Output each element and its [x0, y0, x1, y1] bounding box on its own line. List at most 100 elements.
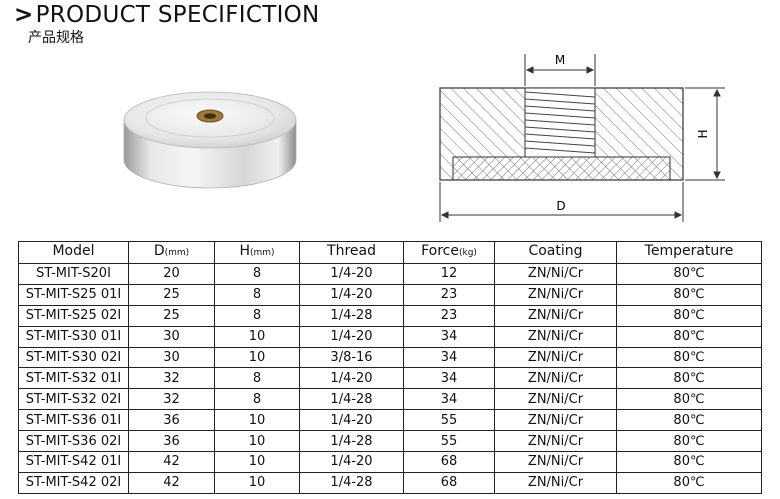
model-cell: ST-MIT-S42 02I	[18, 471, 129, 494]
thread-cell: 3/8-16	[299, 346, 404, 369]
thread-bore	[524, 87, 596, 158]
column-header-unit: (mm)	[164, 248, 190, 258]
model-cell: ST-MIT-S25 02I	[18, 304, 129, 327]
d-cell: 30	[128, 346, 215, 369]
column-header-coating: Coating	[494, 241, 617, 264]
d-cell: 36	[128, 409, 215, 432]
d-cell: 30	[128, 325, 215, 348]
d-cell: 25	[128, 304, 215, 327]
temperature-cell: 80℃	[616, 430, 762, 453]
dimension-label-m: M	[555, 53, 565, 67]
model-cell: ST-MIT-S32 02I	[18, 388, 129, 411]
temperature-cell: 80℃	[616, 388, 762, 411]
thread-cell: 1/4-28	[299, 388, 404, 411]
chevron-right-icon: >	[14, 2, 34, 28]
force-cell: 34	[403, 367, 495, 390]
d-cell: 20	[128, 263, 215, 285]
temperature-cell: 80℃	[616, 471, 762, 494]
thread-cell: 1/4-20	[299, 409, 404, 432]
temperature-cell: 80℃	[616, 263, 762, 285]
thread-cell: 1/4-28	[299, 471, 404, 494]
coating-cell: ZN/Ni/Cr	[494, 325, 617, 348]
product-photo	[123, 91, 297, 189]
model-cell: ST-MIT-S20I	[18, 263, 129, 285]
magnet-section	[452, 156, 671, 181]
temperature-cell: 80℃	[616, 346, 762, 369]
page-header: >PRODUCT SPECIFICTION 产品规格	[14, 0, 320, 46]
temperature-cell: 80℃	[616, 367, 762, 390]
table-header-row: Model D(mm) H(mm) Thread Force(kg) Coati…	[18, 241, 762, 264]
thread-cell: 1/4-28	[299, 304, 404, 327]
thread-cell: 1/4-28	[299, 430, 404, 453]
column-header-label: H	[239, 243, 250, 259]
force-cell: 23	[403, 304, 495, 327]
h-cell: 8	[214, 388, 300, 411]
d-cell: 36	[128, 430, 215, 453]
force-cell: 34	[403, 388, 495, 411]
h-cell: 8	[214, 263, 300, 285]
column-header-label: Model	[52, 243, 95, 259]
column-header-label: Temperature	[644, 243, 734, 259]
d-cell: 42	[128, 451, 215, 473]
cross-section-drawing: M H D	[439, 53, 725, 222]
thread-cell: 1/4-20	[299, 367, 404, 390]
dimension-label-h: H	[696, 129, 710, 138]
thread-cell: 1/4-20	[299, 263, 404, 285]
force-cell: 23	[403, 283, 495, 306]
column-header-label: D	[153, 243, 165, 259]
magnet-top-ring	[145, 98, 275, 138]
h-cell: 8	[214, 304, 300, 327]
column-header-thread: Thread	[299, 241, 404, 264]
coating-cell: ZN/Ni/Cr	[494, 283, 617, 306]
coating-cell: ZN/Ni/Cr	[494, 430, 617, 453]
d-cell: 32	[128, 388, 215, 411]
force-cell: 34	[403, 346, 495, 369]
model-cell: ST-MIT-S42 01I	[18, 451, 129, 473]
column-header-force: Force(kg)	[403, 241, 495, 264]
model-cell: ST-MIT-S32 01I	[18, 367, 129, 390]
coating-cell: ZN/Ni/Cr	[494, 263, 617, 285]
dimension-lines	[439, 54, 725, 222]
h-cell: 10	[214, 409, 300, 432]
column-header-h: H(mm)	[214, 241, 300, 264]
force-cell: 55	[403, 430, 495, 453]
column-header-temperature: Temperature	[616, 241, 762, 264]
h-cell: 8	[214, 367, 300, 390]
coating-cell: ZN/Ni/Cr	[494, 451, 617, 473]
model-cell: ST-MIT-S36 02I	[18, 430, 129, 453]
page-title: >PRODUCT SPECIFICTION	[14, 0, 320, 30]
coating-cell: ZN/Ni/Cr	[494, 346, 617, 369]
coating-cell: ZN/Ni/Cr	[494, 367, 617, 390]
dimension-label-d: D	[556, 199, 565, 213]
column-header-label: Coating	[528, 243, 583, 259]
column-header-label: Thread	[327, 243, 376, 259]
force-cell: 68	[403, 471, 495, 494]
thread-hole	[204, 113, 216, 119]
column-header-unit: (mm)	[249, 248, 275, 258]
h-cell: 10	[214, 430, 300, 453]
page-subtitle: 产品规格	[28, 30, 84, 46]
coating-cell: ZN/Ni/Cr	[494, 304, 617, 327]
column-header-unit: (kg)	[458, 248, 477, 258]
column-header-model: Model	[18, 241, 129, 264]
h-cell: 10	[214, 346, 300, 369]
spec-table: Model D(mm) H(mm) Thread Force(kg) Coati…	[18, 241, 762, 494]
temperature-cell: 80℃	[616, 325, 762, 348]
coating-cell: ZN/Ni/Cr	[494, 471, 617, 494]
thread-cell: 1/4-20	[299, 283, 404, 306]
temperature-cell: 80℃	[616, 409, 762, 432]
column-header-d: D(mm)	[128, 241, 215, 264]
model-cell: ST-MIT-S30 01I	[18, 325, 129, 348]
page-title-text: PRODUCT SPECIFICTION	[35, 2, 320, 28]
force-cell: 68	[403, 451, 495, 473]
d-cell: 32	[128, 367, 215, 390]
thread-cell: 1/4-20	[299, 451, 404, 473]
temperature-cell: 80℃	[616, 451, 762, 473]
